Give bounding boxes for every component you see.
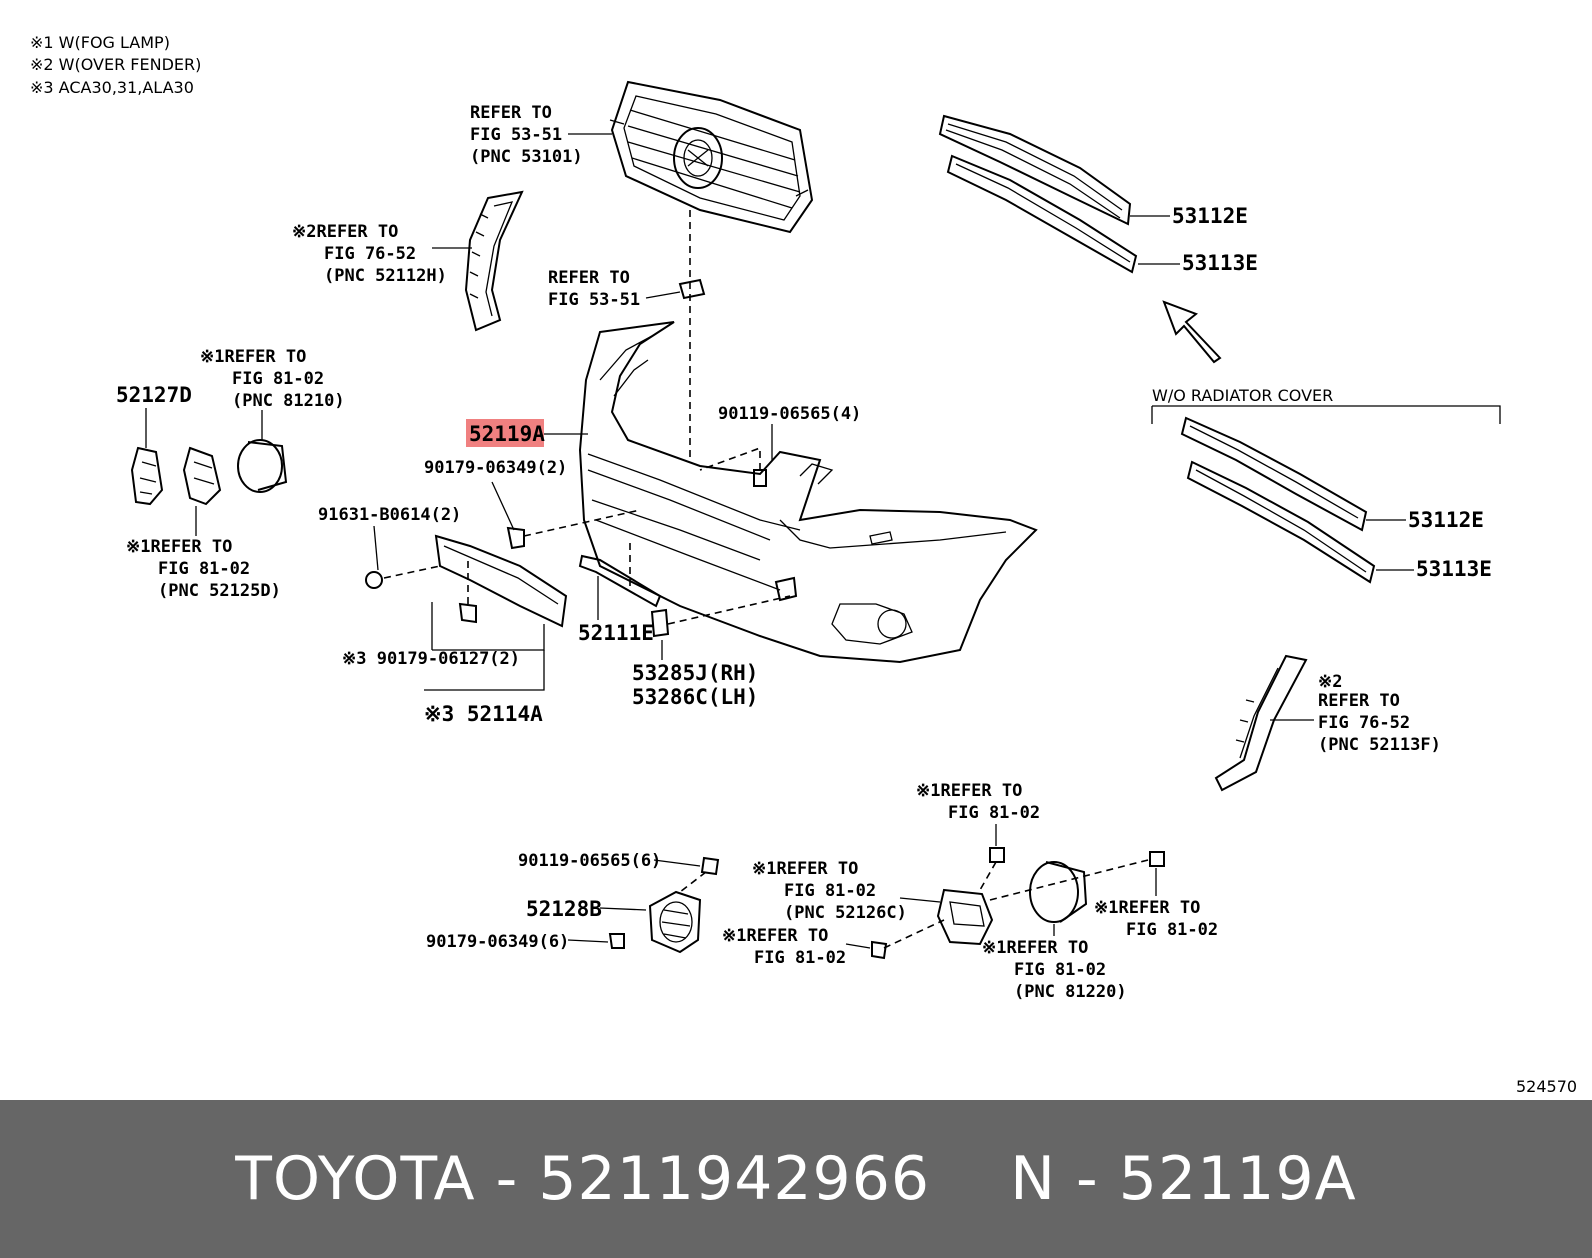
wo-radiator-label: W/O RADIATOR COVER xyxy=(1152,386,1333,405)
cover-ref-line1: ※1REFER TO xyxy=(752,859,858,879)
bracket-ref-line2: FIG 81-02 xyxy=(158,559,250,579)
direction-arrow-icon xyxy=(1162,300,1222,364)
over-fender-rh-drawing xyxy=(1214,654,1308,792)
label-52114a: ※3 52114A xyxy=(424,702,543,726)
fog-lamp-81220-drawing xyxy=(1029,861,1088,923)
fog-ref-b-line1: ※1REFER TO xyxy=(722,926,828,946)
footer-part-number: 5211942966 xyxy=(538,1144,931,1214)
clip-53286c-icon xyxy=(774,576,798,602)
fog-ref-c-line1: ※1REFER TO xyxy=(1094,898,1200,918)
cover-ref-line2: FIG 81-02 xyxy=(784,881,876,901)
label-53285j: 53285J(RH) xyxy=(632,661,758,685)
fog-ref-d-line3: (PNC 81220) xyxy=(1014,982,1127,1002)
label-clip-06127: ※3 90179-06127(2) xyxy=(342,649,520,669)
bracket-ref-line3: (PNC 52125D) xyxy=(158,581,281,601)
bracket-ref-line1: ※1REFER TO xyxy=(126,537,232,557)
bolt-6-icon xyxy=(700,856,720,876)
grille-ref-line1: REFER TO xyxy=(470,103,552,123)
screw-icon xyxy=(365,571,383,589)
clip-6-icon xyxy=(608,933,625,949)
note-1: ※1 W(FOG LAMP) xyxy=(30,33,170,52)
over-fender-lh-drawing xyxy=(464,190,524,332)
footer-separator-1: - xyxy=(495,1144,519,1214)
foglamp-ref-line3: (PNC 81210) xyxy=(232,391,345,411)
grille-53113e-top-drawing xyxy=(946,154,1138,274)
label-screw-2: 91631-B0614(2) xyxy=(318,505,461,525)
label-53112e-bottom: 53112E xyxy=(1408,508,1484,532)
bracket-52127d-drawing xyxy=(130,446,164,506)
fog-ref-a-line1: ※1REFER TO xyxy=(916,781,1022,801)
label-bolt-6: 90119-06565(6) xyxy=(518,851,661,871)
clip-ref-line1: REFER TO xyxy=(548,268,630,288)
diagram-svg: ※1 W(FOG LAMP) ※2 W(OVER FENDER) ※3 ACA3… xyxy=(30,33,1577,1096)
grille-53112e-bottom-drawing xyxy=(1180,416,1368,532)
label-52111e: 52111E xyxy=(578,621,654,645)
note-2: ※2 W(OVER FENDER) xyxy=(30,55,201,74)
label-clip-2: 90179-06349(2) xyxy=(424,458,567,478)
fender-ref-line2: FIG 76-52 xyxy=(324,244,416,264)
bolt-fog-a-icon xyxy=(989,847,1005,863)
clip-06127-icon xyxy=(458,602,477,624)
fender-rh-ref-line1: ※2 xyxy=(1318,672,1342,692)
highlight-marker xyxy=(466,419,544,447)
cover-ref-line3: (PNC 52126C) xyxy=(784,903,907,923)
license-bracket-drawing xyxy=(434,534,568,628)
footer-n-label: N xyxy=(1010,1144,1056,1214)
fog-ref-d-line2: FIG 81-02 xyxy=(1014,960,1106,980)
label-52119a-highlight[interactable]: 52119A xyxy=(469,422,545,446)
label-53286c: 53286C(LH) xyxy=(632,685,758,709)
diagram-id: 524570 xyxy=(1516,1077,1577,1096)
bolt-fog-c-icon xyxy=(1149,851,1165,867)
label-52127d: 52127D xyxy=(116,383,192,407)
clip-53285j-icon xyxy=(650,608,670,638)
fog-ref-a-line2: FIG 81-02 xyxy=(948,803,1040,823)
fog-ref-c-line2: FIG 81-02 xyxy=(1126,920,1218,940)
label-52128b: 52128B xyxy=(526,897,602,921)
radiator-grille-drawing xyxy=(609,80,814,234)
fog-ref-d-line1: ※1REFER TO xyxy=(982,938,1088,958)
clip-fog-b-icon xyxy=(871,940,888,960)
footer-separator-2: - xyxy=(1076,1144,1099,1214)
reinforcement-52111e-drawing xyxy=(578,554,662,608)
bracket-52125d-drawing xyxy=(182,446,222,506)
parts-diagram: ※1 W(FOG LAMP) ※2 W(OVER FENDER) ※3 ACA3… xyxy=(30,33,1578,1096)
foglamp-ref-line1: ※1REFER TO xyxy=(200,347,306,367)
bolt-icon xyxy=(753,469,767,487)
label-53113e-top: 53113E xyxy=(1182,251,1258,275)
label-53112e-top: 53112E xyxy=(1172,204,1248,228)
fog-ref-b-line2: FIG 81-02 xyxy=(754,948,846,968)
clip-icon xyxy=(506,526,525,550)
label-clip-6: 90179-06349(6) xyxy=(426,932,569,952)
footer-bar: TOYOTA - 5211942966 N - 52119A xyxy=(0,1100,1592,1258)
bumper-cover-drawing xyxy=(578,321,1038,664)
fender-rh-ref-line4: (PNC 52113F) xyxy=(1318,735,1441,755)
foglamp-ref-line2: FIG 81-02 xyxy=(232,369,324,389)
grille-53112e-top-drawing xyxy=(938,114,1132,226)
fog-cover-52128b-drawing xyxy=(648,890,702,954)
fender-rh-ref-line2: REFER TO xyxy=(1318,691,1400,711)
grille-ref-line3: (PNC 53101) xyxy=(470,147,583,167)
footer-brand: TOYOTA xyxy=(235,1144,476,1214)
grille-ref-line2: FIG 53-51 xyxy=(470,125,562,145)
grille-53113e-bottom-drawing xyxy=(1186,460,1376,584)
fender-ref-line1: ※2REFER TO xyxy=(292,222,398,242)
footer-pnc: 52119A xyxy=(1118,1144,1357,1214)
fender-ref-line3: (PNC 52112H) xyxy=(324,266,447,286)
fog-bracket-52126c-drawing xyxy=(936,888,994,946)
label-bolt-4: 90119-06565(4) xyxy=(718,404,861,424)
note-3: ※3 ACA30,31,ALA30 xyxy=(30,78,194,97)
fog-lamp-81210-drawing xyxy=(237,439,288,493)
fender-rh-ref-line3: FIG 76-52 xyxy=(1318,713,1410,733)
label-53113e-bottom: 53113E xyxy=(1416,557,1492,581)
clip-ref-line2: FIG 53-51 xyxy=(548,290,640,310)
footer-title: TOYOTA - 5211942966 N - 52119A xyxy=(235,1144,1356,1214)
